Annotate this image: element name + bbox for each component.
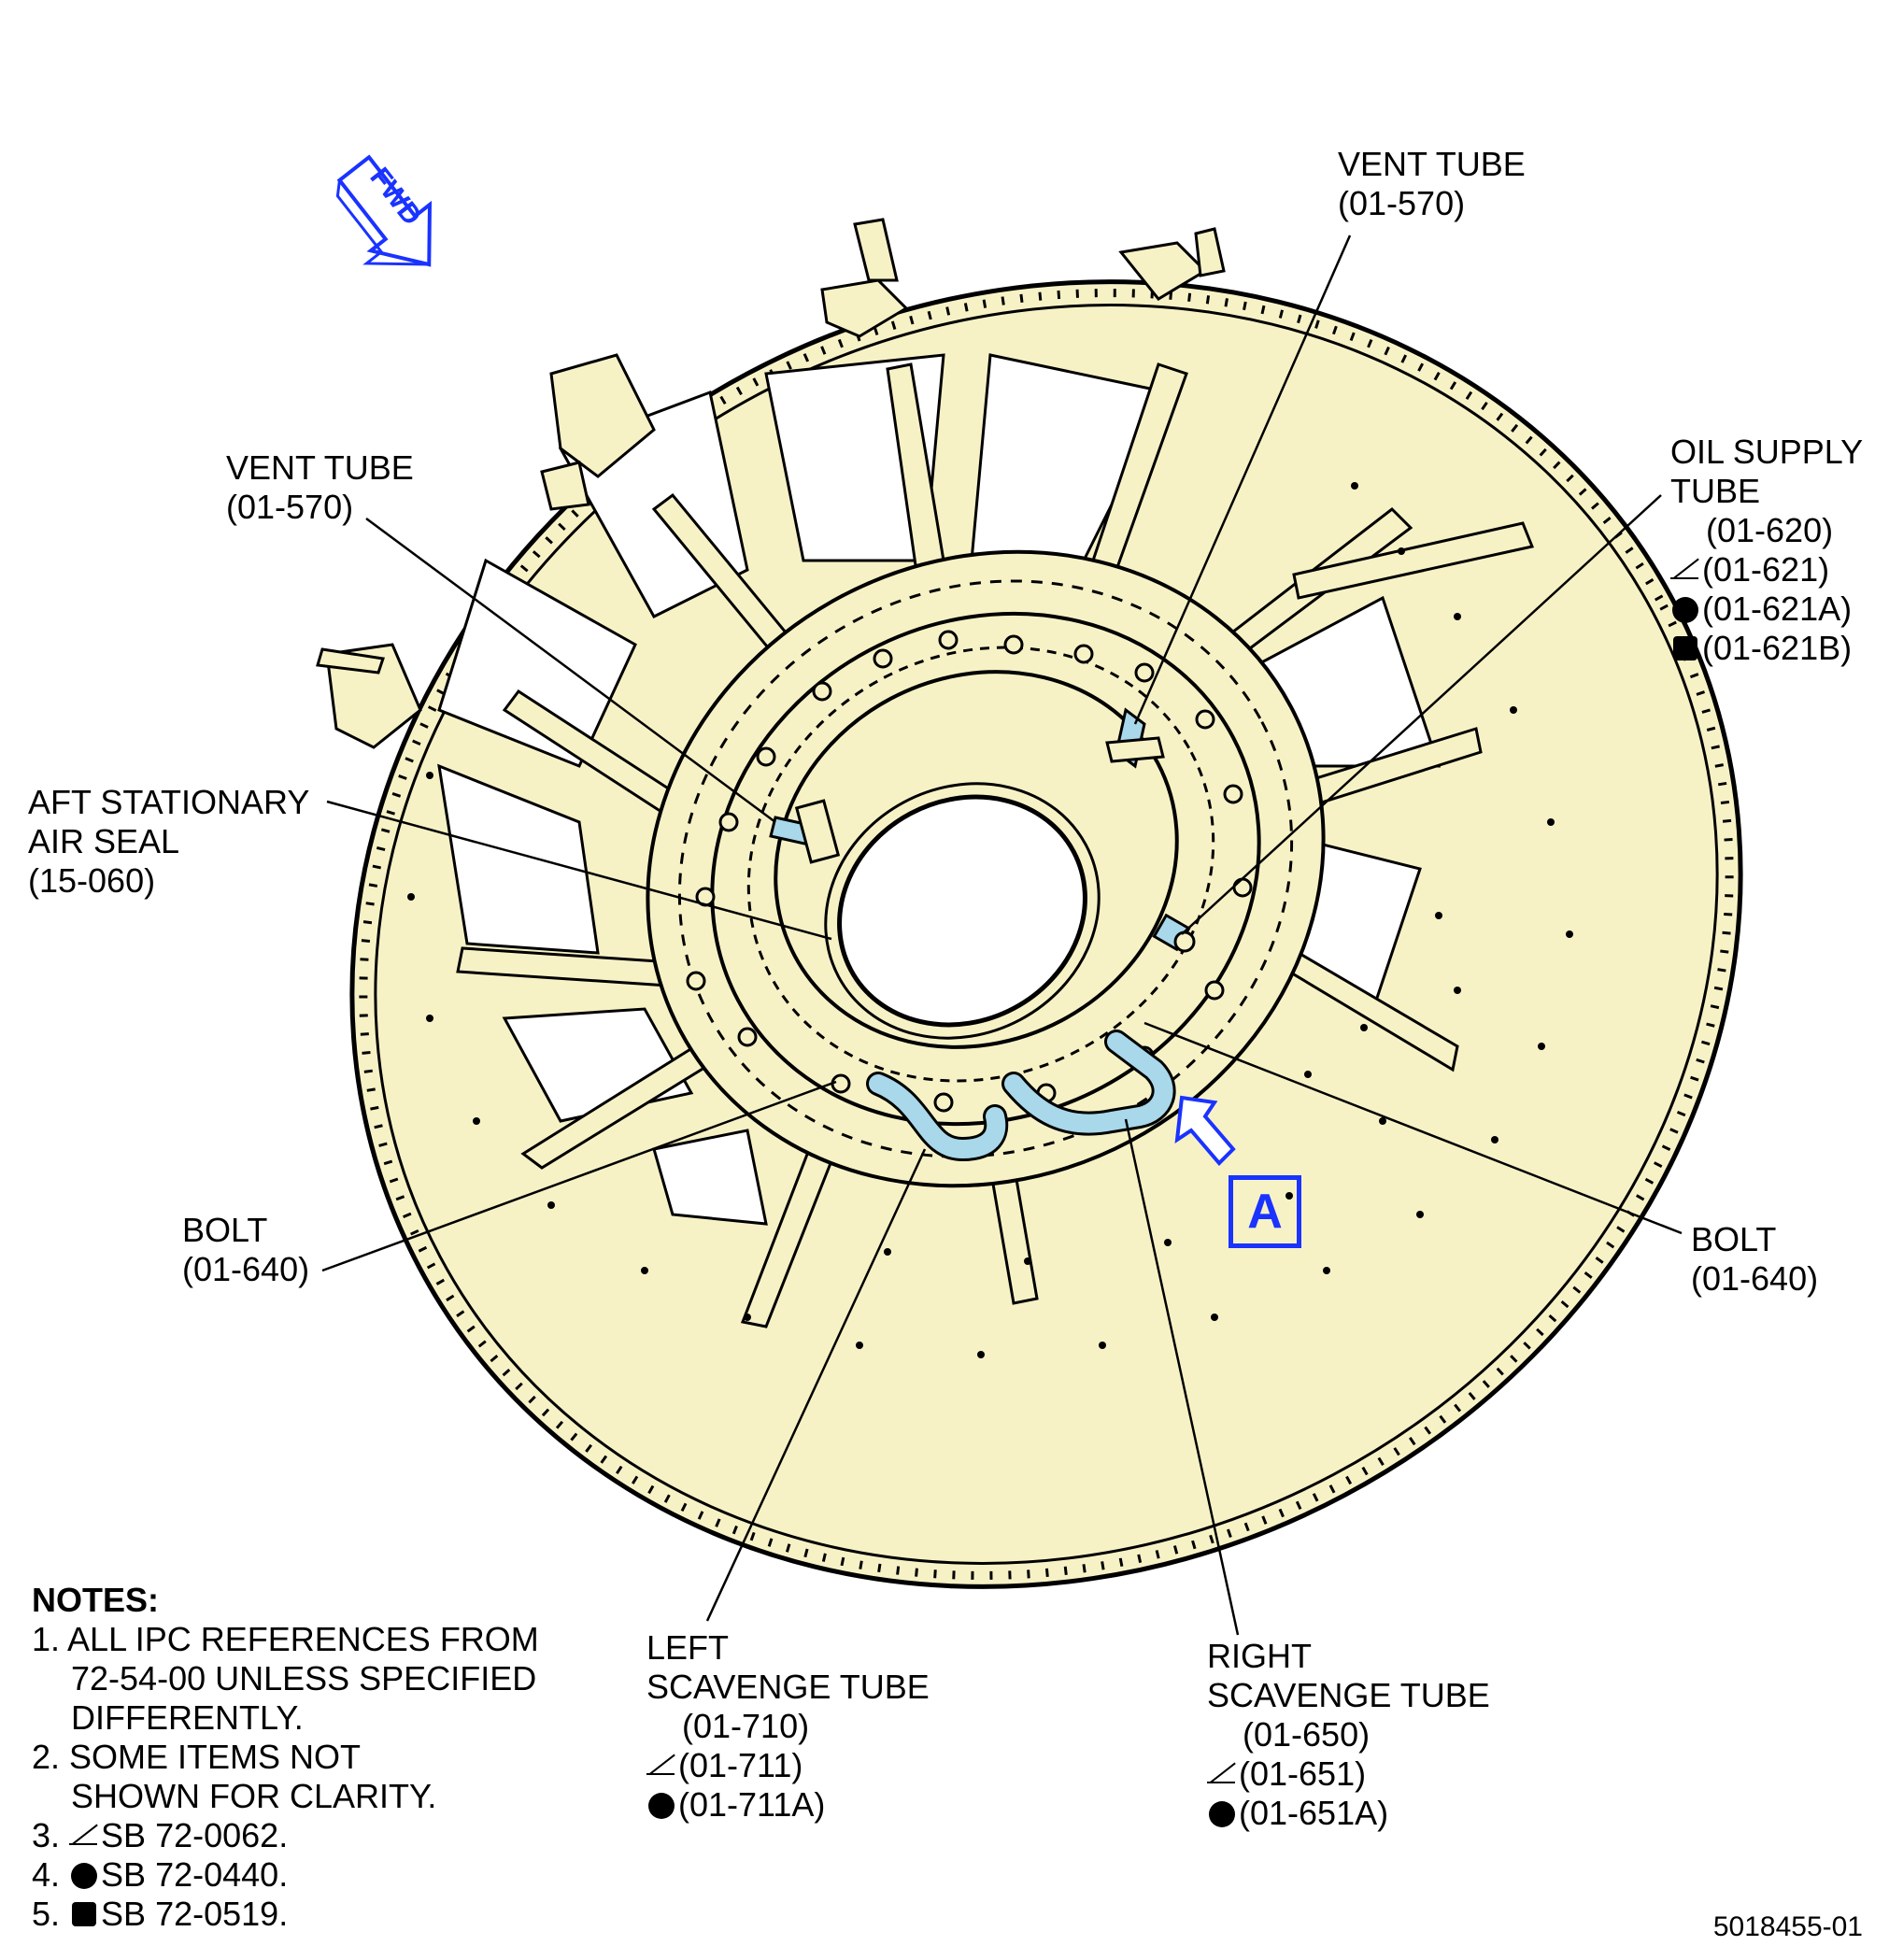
left-scavenge-ref-3: (01-711A) xyxy=(678,1785,826,1824)
label-left-scavenge-tube: LEFT SCAVENGE TUBE (01-710) (01-711) (01… xyxy=(646,1628,930,1825)
note-3: 3. SB 72-0062. xyxy=(32,1816,539,1855)
sb-0062-symbol xyxy=(646,1752,676,1780)
note-2-line-2: SHOWN FOR CLARITY. xyxy=(71,1777,437,1815)
left-scavenge-name-2: SCAVENGE TUBE xyxy=(646,1668,930,1706)
sb-0062-symbol xyxy=(69,1822,99,1850)
oil-supply-tube-part xyxy=(1152,913,1196,953)
vent-tube-left-ref: (01-570) xyxy=(226,488,354,526)
right-scavenge-ref-3: (01-651A) xyxy=(1239,1794,1389,1832)
oil-supply-ref-4: (01-621B) xyxy=(1702,629,1853,667)
right-scavenge-ref-1: (01-650) xyxy=(1243,1715,1371,1754)
note-5-text: SB 72-0519. xyxy=(101,1895,289,1933)
note-1-line-1: 1. ALL IPC REFERENCES FROM xyxy=(32,1620,539,1658)
note-1-line-3: DIFFERENTLY. xyxy=(71,1698,304,1737)
note-4-text: SB 72-0440. xyxy=(101,1855,289,1894)
right-scavenge-name-1: RIGHT xyxy=(1207,1637,1312,1675)
sb-0440-symbol xyxy=(1670,595,1700,623)
left-scavenge-ref-2: (01-711) xyxy=(678,1746,803,1784)
vent-tube-right-part xyxy=(1105,707,1165,769)
label-bolt-left: BOLT (01-640) xyxy=(182,1211,309,1289)
oil-supply-ref-3: (01-621A) xyxy=(1702,589,1853,628)
vent-tube-left-name: VENT TUBE xyxy=(226,448,414,487)
left-scavenge-name-1: LEFT xyxy=(646,1628,730,1667)
right-scavenge-ref-2: (01-651) xyxy=(1239,1754,1367,1793)
leader-oil-supply xyxy=(1181,494,1662,935)
bolt-right-name: BOLT xyxy=(1691,1220,1777,1258)
aft-seal-ref: (15-060) xyxy=(28,861,156,900)
fwd-arrow xyxy=(335,154,433,267)
oil-supply-name-1: OIL SUPPLY xyxy=(1670,433,1864,471)
note-3-text: SB 72-0062. xyxy=(101,1816,289,1854)
notes-heading: NOTES: xyxy=(32,1581,160,1619)
note-5: 5. SB 72-0519. xyxy=(32,1895,539,1934)
leader-bolt-right xyxy=(1143,1021,1683,1235)
left-scavenge-ref-1: (01-710) xyxy=(682,1707,810,1745)
aft-seal-name-1: AFT STATIONARY xyxy=(28,783,310,821)
sb-0440-symbol xyxy=(1207,1799,1237,1827)
label-vent-tube-right: VENT TUBE (01-570) xyxy=(1338,145,1526,223)
sb-0062-symbol xyxy=(1670,556,1700,584)
leader-right-scavenge xyxy=(1124,1118,1240,1636)
view-a-arrow xyxy=(1174,1095,1236,1166)
label-aft-stationary-air-seal: AFT STATIONARY AIR SEAL (15-060) xyxy=(28,783,309,901)
frame-struts xyxy=(456,362,1535,1328)
sb-0062-symbol xyxy=(1207,1760,1237,1788)
label-right-scavenge-tube: RIGHT SCAVENGE TUBE (01-650) (01-651) (0… xyxy=(1207,1637,1490,1833)
leader-vent-tube-left xyxy=(365,517,776,824)
note-2-line-1: 2. SOME ITEMS NOT xyxy=(32,1738,362,1776)
left-scavenge-tube-part xyxy=(866,1072,1009,1162)
figure-number: 5018455-01 xyxy=(1712,1911,1863,1942)
note-4: 4. SB 72-0440. xyxy=(32,1855,539,1895)
oil-supply-ref-2: (01-621) xyxy=(1702,550,1830,589)
bolt-left-ref: (01-640) xyxy=(182,1250,310,1288)
oil-supply-ref-1: (01-620) xyxy=(1706,511,1834,549)
label-oil-supply-tube: OIL SUPPLY TUBE (01-620) (01-621) (01-62… xyxy=(1670,433,1863,668)
leader-lines xyxy=(321,234,1683,1636)
label-vent-tube-left: VENT TUBE (01-570) xyxy=(226,448,414,527)
leader-bolt-left xyxy=(321,1080,837,1272)
leader-left-scavenge xyxy=(705,1148,927,1622)
notes-block: NOTES: 1. ALL IPC REFERENCES FROM 72-54-… xyxy=(32,1581,539,1934)
bolt-right-ref: (01-640) xyxy=(1691,1259,1819,1298)
vent-tube-left-part xyxy=(769,799,841,864)
label-bolt-right: BOLT (01-640) xyxy=(1691,1220,1818,1299)
aft-seal-name-2: AIR SEAL xyxy=(28,822,180,860)
bolt-left-name: BOLT xyxy=(182,1211,268,1249)
note-5-number: 5. xyxy=(32,1895,61,1933)
vent-tube-right-ref: (01-570) xyxy=(1338,184,1466,222)
note-3-number: 3. xyxy=(32,1816,61,1854)
note-4-number: 4. xyxy=(32,1855,61,1894)
right-scavenge-name-2: SCAVENGE TUBE xyxy=(1207,1676,1490,1714)
leader-vent-tube-right xyxy=(1133,234,1352,725)
right-scavenge-tube-part xyxy=(1001,1030,1176,1136)
view-a-marker: A xyxy=(1229,1175,1301,1248)
sb-0519-symbol xyxy=(1670,634,1700,662)
note-1-line-2: 72-54-00 UNLESS SPECIFIED xyxy=(71,1659,537,1697)
case-holes xyxy=(407,482,1573,1358)
oil-supply-name-2: TUBE xyxy=(1670,472,1761,510)
case-mounts xyxy=(316,218,1226,749)
vent-tube-right-name: VENT TUBE xyxy=(1338,145,1526,183)
sb-0440-symbol xyxy=(646,1791,676,1819)
leader-aft-seal xyxy=(326,800,832,941)
sb-0440-symbol xyxy=(69,1861,99,1889)
sb-0519-symbol xyxy=(69,1900,99,1928)
